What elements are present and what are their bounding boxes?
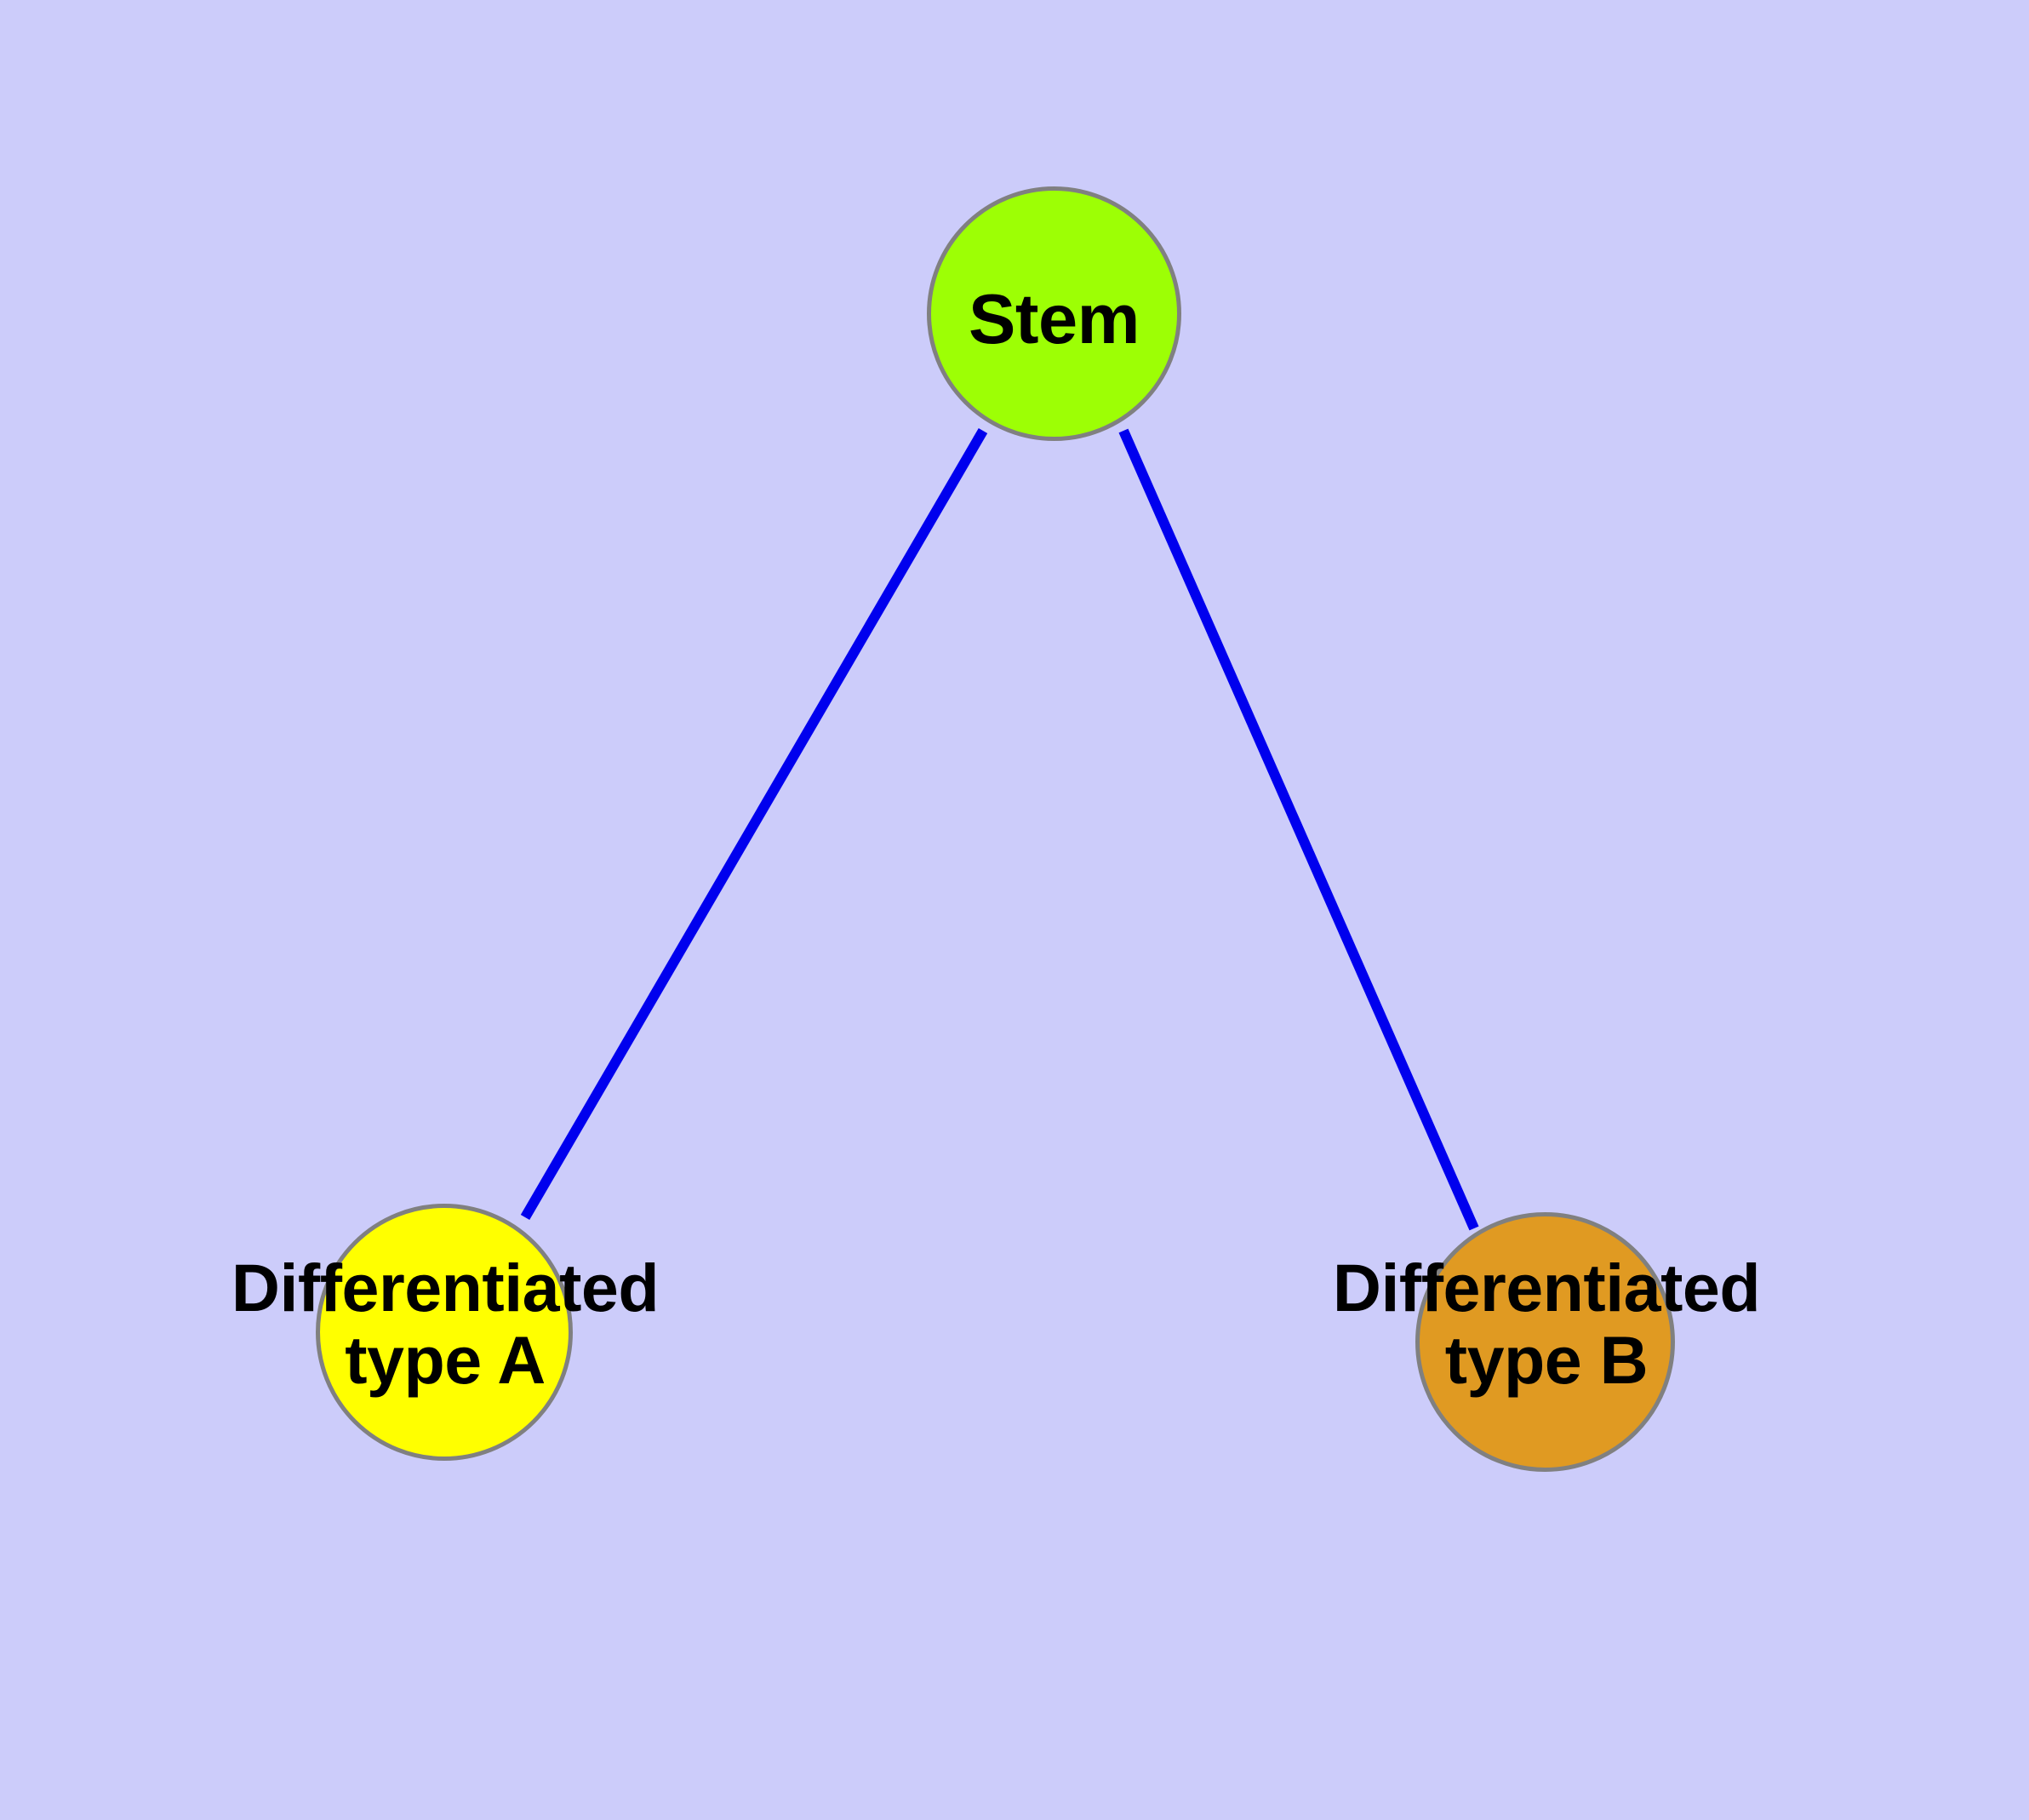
node-stem-label: Stem [969,279,1140,358]
node-differentiated-type-b[interactable] [1415,1212,1675,1472]
node-differentiated-type-a[interactable] [316,1204,573,1461]
edge-stem-to-differentiated-type-b[interactable] [1118,428,1479,1231]
edge-stem-to-differentiated-type-a[interactable] [520,427,988,1221]
node-differentiated-type-a-label: Differentiated type A [231,1250,660,1399]
node-differentiated-type-b-label: Differentiated type B [1332,1250,1761,1399]
node-stem[interactable] [927,186,1181,441]
